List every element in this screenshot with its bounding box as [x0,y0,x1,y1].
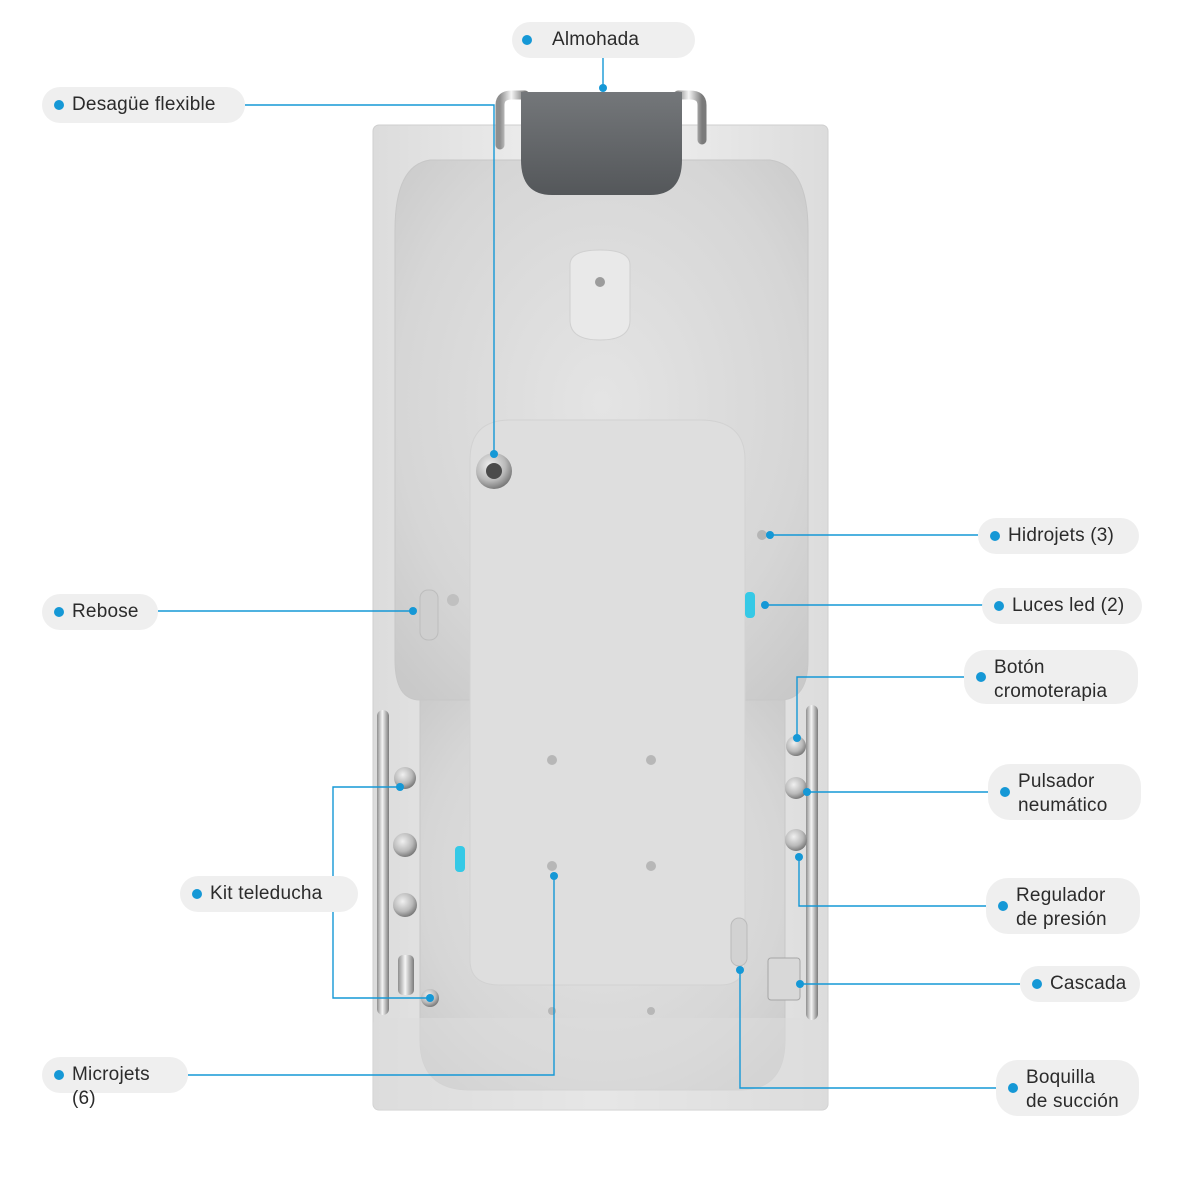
bullet-dot-icon [54,100,64,110]
drain [476,453,512,489]
label-boquilla-succion: Boquilla de succión [996,1060,1139,1116]
handle-right [673,90,707,145]
label-kit-teleducha: Kit teleducha [180,876,358,912]
label-rebose-text: Rebose [72,601,139,622]
label-cascada: Cascada [1020,966,1140,1002]
bullet-dot-icon [976,672,986,682]
leader-boquilla [739,970,996,1089]
bullet-dot-icon [994,601,1004,611]
hydrojet [757,530,767,540]
waterfall [767,957,801,1001]
pressure-regulator [785,829,807,851]
label-cascada-text: Cascada [1050,973,1127,994]
leader-microjets [188,876,555,1076]
label-desague-text: Desagüe flexible [72,94,216,115]
suction-nozzle [730,917,748,967]
label-hidrojets: Hidrojets (3) [978,518,1139,554]
label-boton-text: Botón cromoterapia [994,657,1108,702]
bullet-dot-icon [998,901,1008,911]
label-pulsador-neumatico: Pulsador neumático [988,764,1141,820]
bullet-dot-icon [1008,1083,1018,1093]
tub-headrest-bump [569,249,631,341]
tub-front-step [373,1018,828,1110]
overflow [419,589,459,641]
label-pulsador-text: Pulsador neumático [1018,771,1108,816]
led-light [745,592,755,618]
bullet-dot-icon [1000,787,1010,797]
leader-endpoints [396,84,811,1002]
label-luces-led-text: Luces led (2) [1012,595,1125,616]
label-kit-teleducha-text: Kit teleducha [210,883,323,904]
bullet-dot-icon [522,35,532,45]
label-microjets: Microjets (6) [42,1057,188,1109]
label-hidrojets-text: Hidrojets (3) [1008,525,1115,546]
bathtub [372,124,829,1111]
tub-seat-recess [469,419,746,986]
bullet-dot-icon [192,889,202,899]
label-boquilla-text: Boquilla de succión [1026,1067,1119,1112]
label-almohada-text: Almohada [552,29,640,50]
grab-rail-left [377,710,389,1015]
head-jet [595,277,605,287]
label-desague-flexible: Desagüe flexible [42,87,245,123]
handle-left [495,90,530,150]
bullet-dot-icon [54,1070,64,1080]
leader-desague [245,104,495,454]
label-luces-led: Luces led (2) [982,588,1142,624]
pillow-cushion [521,92,682,195]
pillow [495,90,707,195]
leader-lines [158,58,1020,1089]
bullet-dot-icon [1032,979,1042,989]
label-almohada: Almohada [512,22,695,58]
label-boton-cromoterapia: Botón cromoterapia [964,650,1138,704]
label-regulador-presion: Regulador de presión [986,878,1140,934]
bullet-dot-icon [54,607,64,617]
grab-rail-right [806,705,818,1020]
chromotherapy-button [786,736,806,756]
label-regulador-text: Regulador de presión [1016,885,1107,930]
label-rebose: Rebose [42,594,158,630]
pneumatic-button [785,777,807,799]
bullet-dot-icon [990,531,1000,541]
leader-regulador [798,857,986,907]
microjets [547,755,656,1015]
label-microjets-text: Microjets (6) [72,1064,150,1109]
led-light [455,846,465,872]
leader-boton [796,676,964,738]
